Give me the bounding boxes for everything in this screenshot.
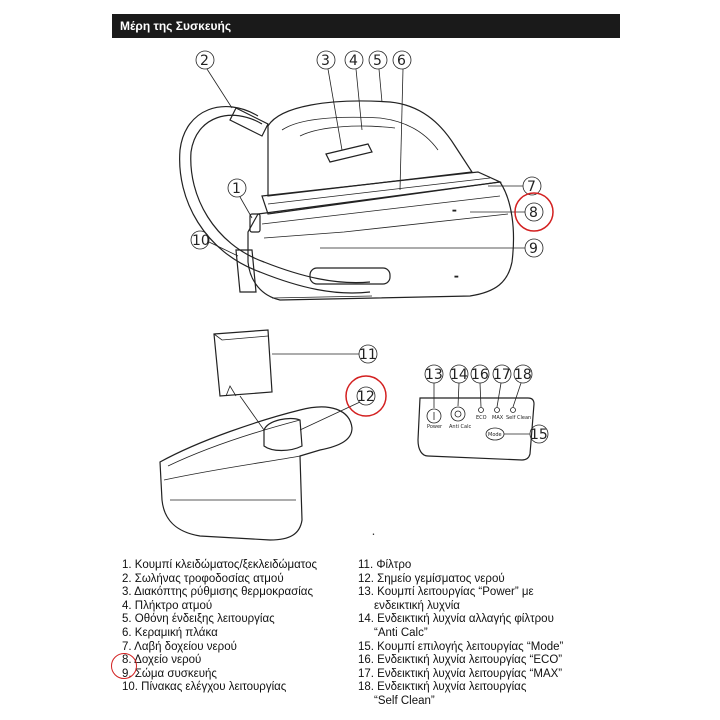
control-panel-illustration: Power Anti Calc ECO MAX Self Clean Mode <box>417 397 535 461</box>
legend-item: 14. Ενδεικτική λυχνία αλλαγής φίλτρου <box>358 613 554 626</box>
svg-text:▬: ▬ <box>454 274 459 280</box>
legend-item: 13. Κουμπί λειτουργίας “Power” με <box>358 586 534 599</box>
legend-item: 7. Λαβή δοχείου νερού <box>122 640 237 653</box>
svg-text:10: 10 <box>192 233 210 249</box>
highlight-circle-12 <box>345 375 387 417</box>
legend-item: 17. Ενδεικτική λυχνία λειτουργίας “MAX” <box>358 667 563 680</box>
iron-illustration: ▬ ▬ <box>179 100 515 301</box>
legend-item: 12. Σημείο γεμίσματος νερού <box>358 572 505 585</box>
legend-item: 18. Ενδεικτική λυχνία λειτουργίας <box>358 681 527 694</box>
legend-item: 10. Πίνακας ελέγχου λειτουργίας <box>122 681 287 694</box>
svg-text:13: 13 <box>425 367 443 383</box>
legend-item: 5. Οθόνη ένδειξης λειτουργίας <box>122 613 275 626</box>
svg-text:11: 11 <box>359 347 377 363</box>
legend-item: 8. Δοχείο νερού <box>122 654 202 667</box>
svg-text:▬: ▬ <box>452 208 457 214</box>
svg-text:4: 4 <box>349 53 358 69</box>
svg-text:12: 12 <box>357 389 375 405</box>
svg-text:•: • <box>372 532 375 538</box>
section-header: Μέρη της Συσκευής <box>112 14 620 38</box>
highlight-circle-8 <box>514 192 554 232</box>
legend-item-continuation: “Self Clean” <box>374 694 435 707</box>
callouts-top: 2 3 4 5 6 1 10 7 8 <box>190 50 554 258</box>
svg-text:18: 18 <box>514 367 532 383</box>
legend-item: 16. Ενδεικτική λυχνία λειτουργίας “ECO” <box>358 654 563 667</box>
callouts-panel: 13 14 16 17 18 15 <box>424 364 549 444</box>
legend-left: 1. Κουμπί κλειδώματος/ξεκλειδώματος 2. Σ… <box>122 559 317 695</box>
svg-text:Mode: Mode <box>488 432 502 438</box>
svg-text:14: 14 <box>450 367 468 383</box>
svg-text:Power: Power <box>427 424 443 430</box>
legend-item: 2. Σωλήνας τροφοδοσίας ατμού <box>122 572 284 585</box>
svg-text:15: 15 <box>530 427 548 443</box>
svg-text:Self Clean: Self Clean <box>506 415 531 421</box>
svg-text:1: 1 <box>232 181 241 197</box>
legend-item: 3. Διακόπτης ρύθμισης θερμοκρασίας <box>122 586 313 599</box>
legend-item: 1. Κουμπί κλειδώματος/ξεκλειδώματος <box>122 559 318 571</box>
legend-item: 15. Κουμπί επιλογής λειτουργίας “Mode” <box>358 640 564 653</box>
legend-item: 11. Φίλτρο <box>358 559 412 571</box>
svg-text:MAX: MAX <box>492 415 504 421</box>
svg-text:8: 8 <box>529 205 538 221</box>
svg-text:3: 3 <box>321 53 330 69</box>
svg-text:ECO: ECO <box>476 415 487 421</box>
callouts-base: 11 12 <box>272 344 387 431</box>
svg-text:16: 16 <box>471 367 489 383</box>
base-tank-illustration <box>159 329 353 541</box>
legend-right: 11. Φίλτρο 12. Σημείο γεμίσματος νερού 1… <box>358 559 563 709</box>
svg-text:17: 17 <box>493 367 511 383</box>
highlight-mark-item-8 <box>111 653 137 679</box>
legend-item: 9. Σώμα συσκευής <box>122 667 217 680</box>
svg-text:5: 5 <box>373 53 382 69</box>
legend-item-continuation: “Anti Calc” <box>374 626 428 639</box>
svg-text:7: 7 <box>527 179 536 195</box>
legend-item: 4. Πλήκτρο ατμού <box>122 599 213 612</box>
svg-text:2: 2 <box>200 53 209 69</box>
legend-item: 6. Κεραμική πλάκα <box>122 626 218 639</box>
svg-text:Anti Calc: Anti Calc <box>449 424 471 430</box>
svg-text:9: 9 <box>529 241 538 257</box>
svg-text:6: 6 <box>397 53 406 69</box>
legend-item-continuation: ενδεικτική λυχνία <box>374 599 460 612</box>
